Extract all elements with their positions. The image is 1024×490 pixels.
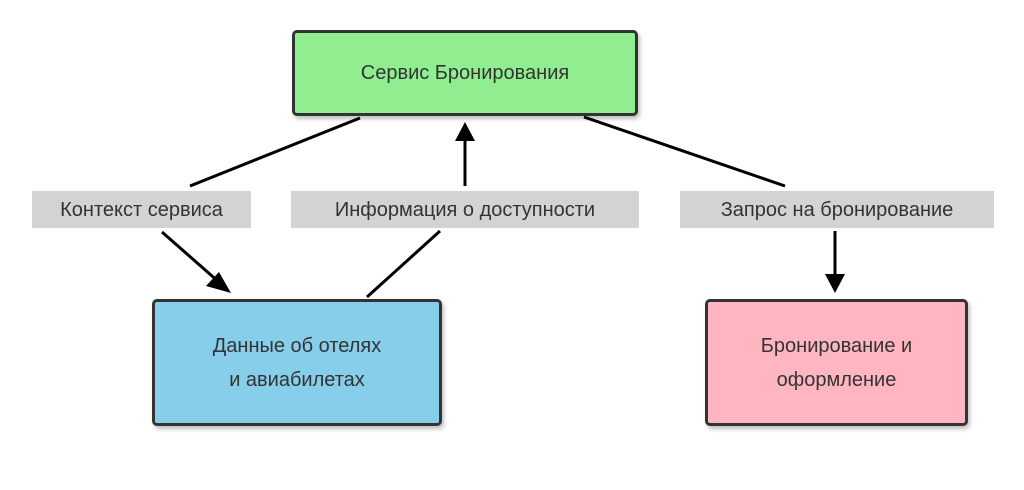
- node-hotel-flight-data-label: Данные об отелях и авиабилетах: [212, 334, 382, 391]
- arrowhead-icon: [825, 274, 845, 293]
- edge-booking-request: [583, 115, 845, 293]
- edge-availability-info: [365, 122, 475, 299]
- arrowhead-icon: [455, 122, 475, 141]
- edge-label-request: Запрос на бронирование: [680, 191, 994, 228]
- node-booking-checkout: Бронирование и оформление: [705, 299, 968, 426]
- node-booking-service: Сервис Бронирования: [292, 30, 638, 116]
- arrowhead-icon: [206, 272, 231, 293]
- edge-label-context: Контекст сервиса: [32, 191, 251, 228]
- edge-label-availability: Информация о доступности: [291, 191, 639, 228]
- node-booking-service-label: Сервис Бронирования: [360, 62, 570, 84]
- edge-context-service: [161, 116, 361, 293]
- node-booking-checkout-label: Бронирование и оформление: [760, 334, 913, 391]
- node-hotel-flight-data: Данные об отелях и авиабилетах: [152, 299, 442, 426]
